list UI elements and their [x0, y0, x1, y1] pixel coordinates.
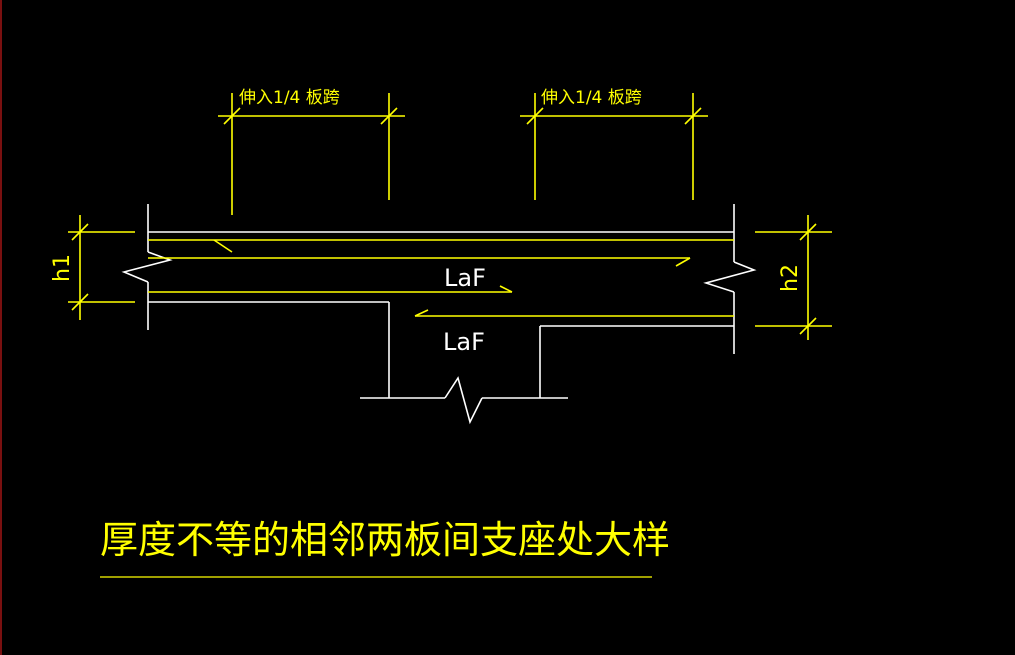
dimension-right [520, 93, 708, 200]
h1-label: h1 [50, 254, 75, 282]
h2-label: h2 [778, 264, 803, 292]
laf-label-upper: LaF [444, 264, 486, 292]
laf-label-lower: LaF [443, 328, 485, 356]
bottom-rebar-left [148, 285, 513, 293]
support-beam [360, 302, 568, 425]
dim-label-left: 伸入1/4 板跨 [239, 88, 340, 108]
top-rebar [148, 239, 734, 267]
dimension-h1 [68, 215, 135, 320]
right-slab [540, 204, 757, 354]
drawing-title: 厚度不等的相邻两板间支座处大样 [100, 518, 670, 562]
dimension-h2 [755, 215, 832, 340]
dimension-left [218, 93, 405, 215]
viewport-border [0, 0, 2, 655]
bottom-rebar-right [414, 309, 734, 317]
left-slab [121, 204, 734, 330]
dim-label-right: 伸入1/4 板跨 [541, 88, 642, 108]
